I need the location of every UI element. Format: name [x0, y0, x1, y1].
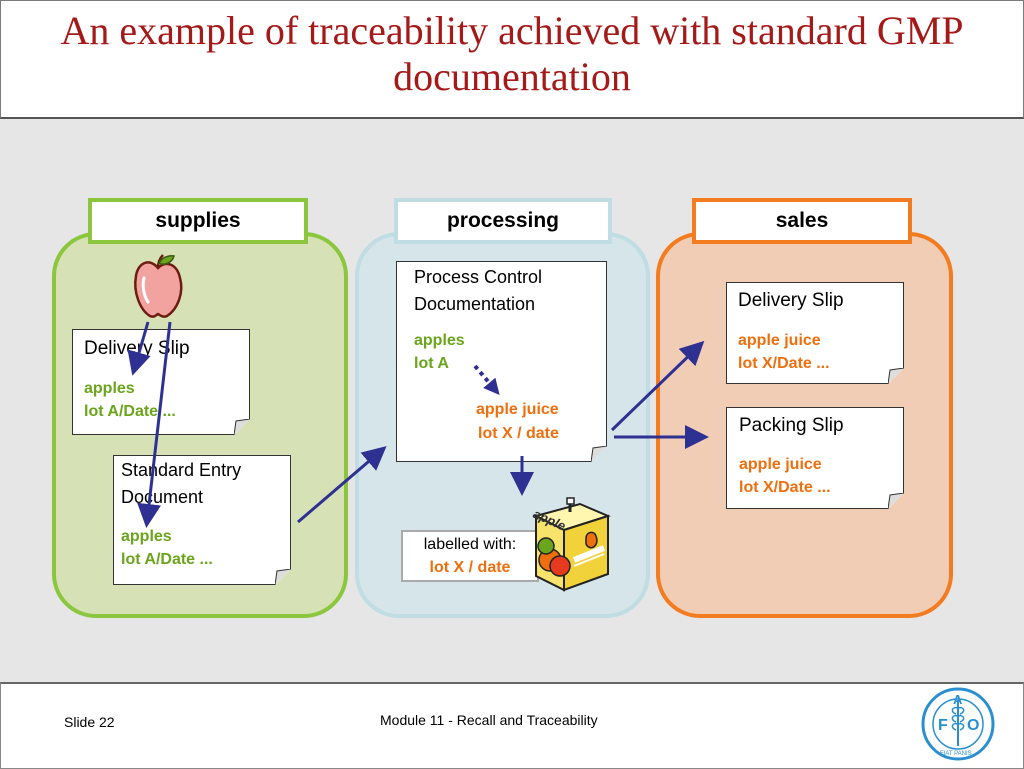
- process-control-title-1: Process Control: [414, 267, 543, 287]
- page-fold-icon: [275, 569, 291, 585]
- fao-letter-o: O: [967, 717, 979, 734]
- packing-slip-product: apple juice: [739, 456, 822, 473]
- process-control-title-2: Documentation: [414, 294, 536, 314]
- fao-motto: FIAT PANIS: [940, 751, 972, 757]
- page-fold-icon: [888, 493, 904, 509]
- sales-delivery-slip-lot: lot X/Date ...: [738, 355, 830, 372]
- supplies-delivery-slip-title: Delivery Slip: [84, 338, 190, 359]
- processing-header: processing: [394, 198, 612, 244]
- supplies-header: supplies: [88, 198, 308, 244]
- label-lot: lot X / date: [429, 559, 511, 576]
- slide-number: Slide 22: [64, 714, 115, 730]
- apple-icon: [134, 254, 183, 318]
- arrow-apple-to-delivery-slip: [127, 321, 151, 376]
- process-input-lot: lot A: [414, 355, 449, 372]
- standard-entry-title-2: Document: [121, 487, 204, 507]
- arrow-delivery-to-entry: [137, 321, 172, 528]
- fao-letter-f: F: [938, 717, 948, 734]
- juice-carton-icon: [533, 497, 611, 592]
- standard-entry-lot: lot A/Date ...: [121, 551, 213, 568]
- packing-slip-title: Packing Slip: [739, 415, 844, 436]
- process-output-product: apple juice: [476, 401, 559, 418]
- sales-delivery-slip: [726, 282, 904, 384]
- page-fold-icon: [888, 368, 904, 384]
- arrow-supplies-to-processing: [297, 446, 387, 524]
- page-title: An example of traceability achieved with…: [60, 8, 964, 99]
- sales-header: sales: [692, 198, 912, 244]
- sales-delivery-slip-product: apple juice: [738, 332, 821, 349]
- page-fold-icon: [234, 419, 250, 435]
- standard-entry-product: apples: [121, 528, 172, 545]
- footer-module-title: Module 11 - Recall and Traceability: [380, 712, 598, 728]
- packing-slip-lot: lot X/Date ...: [739, 479, 831, 496]
- packing-slip: [726, 407, 904, 509]
- label-box: [401, 530, 539, 582]
- page-fold-icon: [591, 446, 607, 462]
- process-output-lot: lot X / date: [478, 425, 559, 442]
- fao-letter-a: A: [953, 692, 963, 707]
- title-bar: [0, 0, 1024, 119]
- fao-logo-icon: F A O FIAT PANIS: [921, 687, 995, 761]
- arrow-input-to-output: [473, 364, 500, 396]
- sales-delivery-slip-title: Delivery Slip: [738, 290, 844, 311]
- supplies-delivery-slip: [72, 329, 250, 435]
- supplies-delivery-slip-lot: lot A/Date ...: [84, 403, 176, 420]
- footer-bar: [0, 682, 1024, 769]
- arrow-to-sales-delivery: [610, 340, 705, 432]
- process-control-document: [396, 261, 607, 462]
- label-caption: labelled with:: [423, 536, 517, 553]
- supplies-delivery-slip-product: apples: [84, 380, 135, 397]
- process-input-product: apples: [414, 332, 465, 349]
